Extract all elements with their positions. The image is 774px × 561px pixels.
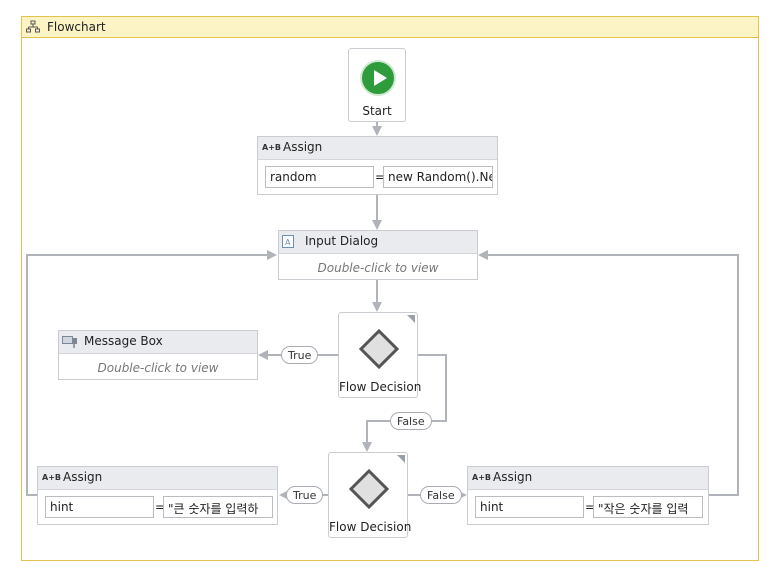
start-label: Start bbox=[362, 104, 392, 118]
flowchart-title: Flowchart bbox=[47, 20, 106, 34]
assign-header[interactable]: A+B Assign bbox=[468, 467, 708, 490]
assign-activity-left[interactable]: A+B Assign hint = "큰 숫자를 입력하 bbox=[37, 466, 278, 525]
assign-header[interactable]: A+B Assign bbox=[258, 137, 497, 160]
connector-left-loop bbox=[26, 250, 277, 496]
decision-expand-icon[interactable] bbox=[397, 455, 405, 463]
equals-sign: = bbox=[155, 500, 166, 514]
assign-icon: A+B bbox=[262, 143, 281, 152]
equals-sign: = bbox=[585, 500, 596, 514]
assign-activity-top[interactable]: A+B Assign random = new Random().Ne bbox=[257, 136, 498, 195]
decision-diamond-icon bbox=[359, 329, 399, 369]
assign-activity-right[interactable]: A+B Assign hint = "작은 숫자를 입력 bbox=[467, 466, 709, 525]
message-box-activity[interactable]: Message Box Double-click to view bbox=[58, 330, 258, 380]
input-dialog-hint: Double-click to view bbox=[317, 261, 439, 275]
input-dialog-header[interactable]: A Input Dialog bbox=[279, 231, 477, 254]
input-dialog-title: Input Dialog bbox=[305, 234, 379, 248]
decision2-true-label[interactable]: True bbox=[286, 486, 324, 504]
decision-label: Flow Decision bbox=[339, 380, 422, 394]
decision-expand-icon[interactable] bbox=[407, 315, 415, 323]
equals-sign: = bbox=[375, 170, 386, 184]
assign-title: Assign bbox=[283, 140, 323, 154]
assign-to-input[interactable]: random bbox=[265, 166, 374, 188]
decision-diamond-icon bbox=[349, 469, 389, 509]
assign-title: Assign bbox=[493, 470, 533, 484]
assign-to-input[interactable]: hint bbox=[475, 496, 584, 518]
start-node[interactable]: Start bbox=[348, 48, 406, 122]
connector-right-loop bbox=[478, 250, 739, 496]
flow-decision-1[interactable]: Flow Decision bbox=[338, 312, 422, 398]
message-box-header[interactable]: Message Box bbox=[59, 331, 257, 354]
message-box-icon bbox=[62, 336, 77, 348]
decision1-true-label[interactable]: True bbox=[281, 346, 319, 364]
assign-value-input[interactable]: "작은 숫자를 입력 bbox=[593, 496, 703, 518]
message-box-hint: Double-click to view bbox=[97, 361, 219, 375]
connector-decision1-false bbox=[362, 354, 447, 452]
play-icon bbox=[360, 60, 396, 96]
decision1-false-label[interactable]: False bbox=[390, 412, 432, 430]
assign-value-input[interactable]: "큰 숫자를 입력하 bbox=[163, 496, 273, 518]
flowchart-header[interactable]: Flowchart bbox=[21, 16, 759, 38]
assign-icon: A+B bbox=[472, 473, 491, 482]
flowchart-icon bbox=[26, 20, 40, 33]
assign-header[interactable]: A+B Assign bbox=[38, 467, 277, 490]
assign-value-input[interactable]: new Random().Ne bbox=[383, 166, 493, 188]
decision-label: Flow Decision bbox=[329, 520, 412, 534]
input-dialog-icon: A bbox=[282, 235, 294, 248]
flow-decision-2[interactable]: Flow Decision bbox=[328, 452, 412, 538]
assign-title: Assign bbox=[63, 470, 103, 484]
decision2-false-label[interactable]: False bbox=[420, 486, 462, 504]
svg-text:A: A bbox=[285, 238, 291, 247]
input-dialog-activity[interactable]: A Input Dialog Double-click to view bbox=[278, 230, 478, 280]
message-box-title: Message Box bbox=[84, 334, 163, 348]
assign-icon: A+B bbox=[42, 473, 61, 482]
assign-to-input[interactable]: hint bbox=[45, 496, 154, 518]
